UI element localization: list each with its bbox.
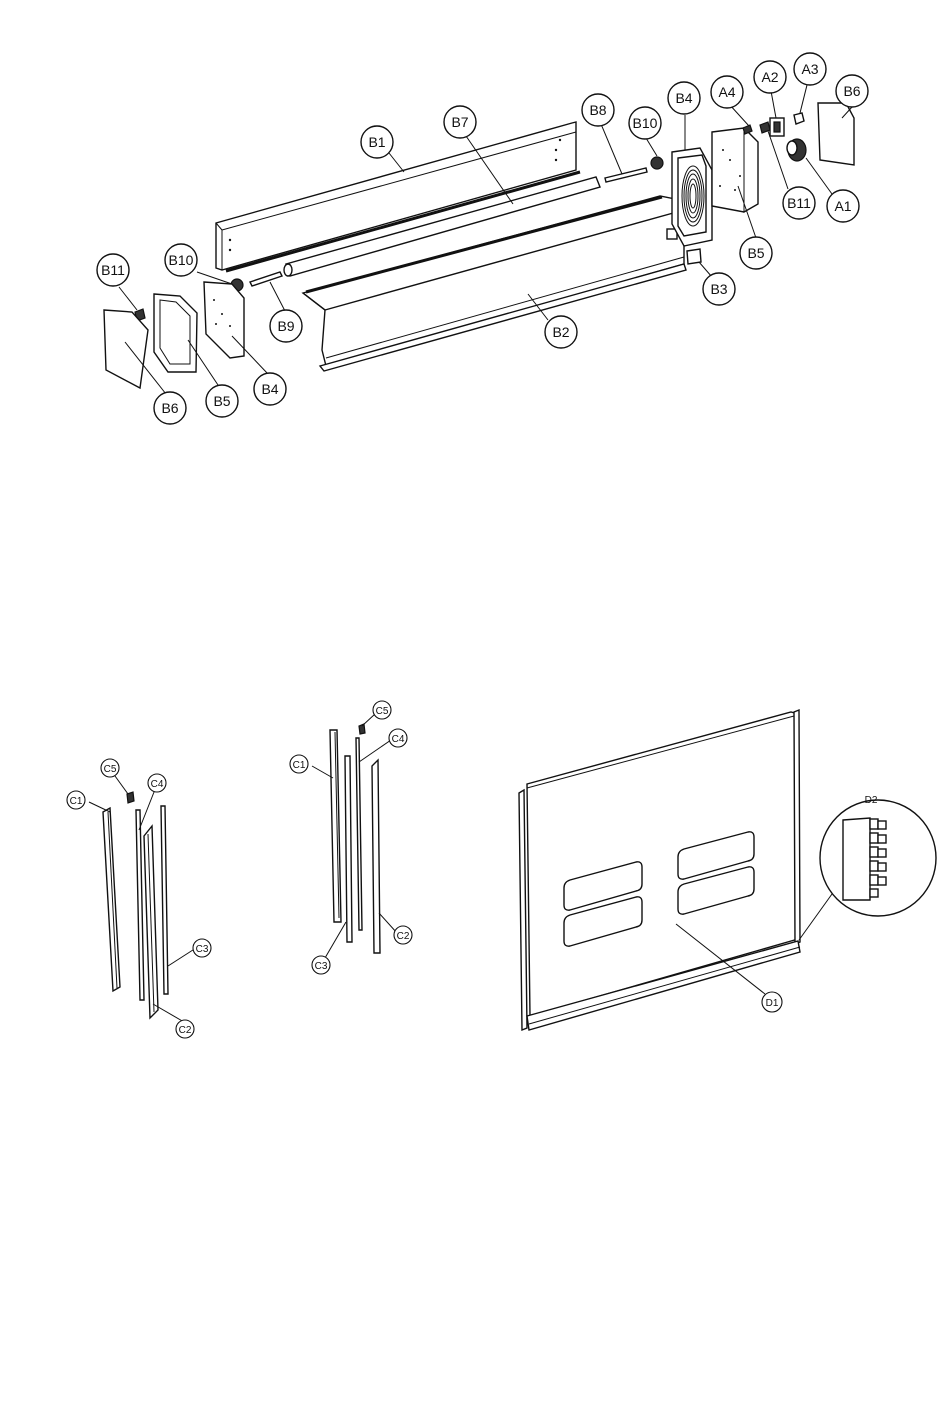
part-a4-clip — [743, 125, 752, 134]
frame-middle-callout-c1: C1 — [290, 755, 308, 773]
frame-middle-callout-c3-label: C3 — [315, 961, 328, 972]
callout-b2-label: B2 — [552, 324, 569, 340]
callout-b10-right-label: B10 — [633, 115, 658, 131]
panel-detail-d2: D2 — [799, 795, 936, 940]
part-b6-left-cover — [104, 310, 148, 388]
callout-b3: B3 — [703, 273, 735, 305]
callout-b11-left-label: B11 — [101, 262, 125, 278]
frame-middle-callout-c1-label: C1 — [293, 760, 306, 771]
part-b10-right-grommet — [651, 157, 663, 169]
callout-b11-right-label: B11 — [787, 195, 811, 211]
callout-a1: A1 — [827, 190, 859, 222]
part-b4-left-end-plate — [204, 282, 244, 358]
callout-b10-left-label: B10 — [169, 252, 194, 268]
part-b5-left-side-box — [154, 294, 197, 372]
frame-left-callout-c1: C1 — [67, 791, 85, 809]
callout-b4-right: B4 — [668, 82, 700, 114]
callout-b4-left-label: B4 — [261, 381, 278, 397]
callout-b8: B8 — [582, 94, 614, 126]
frame-middle-callout-c2: C2 — [394, 926, 412, 944]
frame-middle-c4-strip — [356, 738, 362, 930]
frame-left-callout-c4-label: C4 — [151, 779, 164, 790]
frame-middle-callout-c5: C5 — [373, 701, 391, 719]
callout-b4-left: B4 — [254, 373, 286, 405]
callout-b9: B9 — [270, 310, 302, 342]
callout-b1: B1 — [361, 126, 393, 158]
frame-left-callout-c2-label: C2 — [179, 1025, 192, 1036]
part-b8-rod — [605, 168, 647, 182]
part-a3-cube — [794, 113, 804, 124]
callout-b4-right-label: B4 — [675, 90, 692, 106]
part-b4-right-end-plate — [672, 148, 712, 246]
callout-b9-label: B9 — [277, 318, 294, 334]
callout-b5-right: B5 — [740, 237, 772, 269]
callout-a2: A2 — [754, 61, 786, 93]
frame-middle-callout-c2-label: C2 — [397, 931, 410, 942]
part-a2-socket — [770, 118, 784, 136]
frame-left-callout-c5-label: C5 — [104, 764, 117, 775]
panel-d1-sheet — [527, 712, 798, 1016]
frame-left-c4-strip — [136, 810, 144, 1000]
upper-assembly: B1 B7 B8 B10 B4 A4 A2 A3 B6 B11 A1 B5 B3… — [97, 53, 868, 424]
callout-b7-label: B7 — [451, 114, 468, 130]
left-frame-assembly: C5 C4 C1 C3 C2 — [67, 759, 211, 1038]
frame-middle-callout-c4-label: C4 — [392, 734, 405, 745]
callout-b6-left-label: B6 — [161, 400, 178, 416]
panel-d1-label: D1 — [766, 998, 779, 1009]
callout-a3-label: A3 — [801, 61, 818, 77]
callout-b6-left: B6 — [154, 392, 186, 424]
part-a1-motor — [787, 139, 806, 161]
callout-b2: B2 — [545, 316, 577, 348]
callout-a4: A4 — [711, 76, 743, 108]
frame-left-c3-strip — [161, 806, 168, 994]
callout-b11-right: B11 — [783, 187, 815, 219]
callout-b3-label: B3 — [710, 281, 727, 297]
callout-b11-left: B11 — [97, 254, 129, 286]
callout-b6-right-label: B6 — [843, 83, 860, 99]
callout-b5-right-label: B5 — [747, 245, 764, 261]
callout-a1-label: A1 — [834, 198, 851, 214]
part-b9-pin — [250, 272, 282, 286]
frame-middle-c3-strip — [345, 756, 352, 942]
callout-a2-label: A2 — [761, 69, 778, 85]
frame-left-callout-c4: C4 — [148, 774, 166, 792]
callout-b10-right: B10 — [629, 107, 661, 139]
callout-b1-label: B1 — [368, 134, 385, 150]
callout-b10-left: B10 — [165, 244, 197, 276]
frame-left-callout-c1-label: C1 — [70, 796, 83, 807]
panel-assembly: D2 D1 — [519, 710, 936, 1030]
panel-d2-label: D2 — [865, 795, 878, 806]
frame-left-callout-c3: C3 — [193, 939, 211, 957]
frame-middle-callout-c4: C4 — [389, 729, 407, 747]
callout-b5-left-label: B5 — [213, 393, 230, 409]
part-b3-plate — [687, 249, 701, 264]
callout-b6-right: B6 — [836, 75, 868, 107]
frame-middle-callout-c3: C3 — [312, 956, 330, 974]
callout-a4-label: A4 — [718, 84, 735, 100]
part-b6-right-cover — [818, 103, 854, 165]
frame-left-callout-c5: C5 — [101, 759, 119, 777]
callout-b8-label: B8 — [589, 102, 606, 118]
middle-frame-assembly: C5 C4 C1 C3 C2 — [290, 701, 412, 974]
callout-b5-left: B5 — [206, 385, 238, 417]
part-b5-right-side-box — [712, 128, 758, 212]
frame-left-callout-c2: C2 — [176, 1020, 194, 1038]
callout-b7: B7 — [444, 106, 476, 138]
frame-left-c1-rail — [103, 808, 120, 991]
callout-a3: A3 — [794, 53, 826, 85]
panel-callout-d1: D1 — [762, 992, 782, 1012]
frame-left-callout-c3-label: C3 — [196, 944, 209, 955]
panel-left-rail — [519, 790, 527, 1030]
frame-middle-c2-rail — [372, 760, 380, 953]
frame-middle-callout-c5-label: C5 — [376, 706, 389, 717]
panel-right-rail — [794, 710, 800, 944]
